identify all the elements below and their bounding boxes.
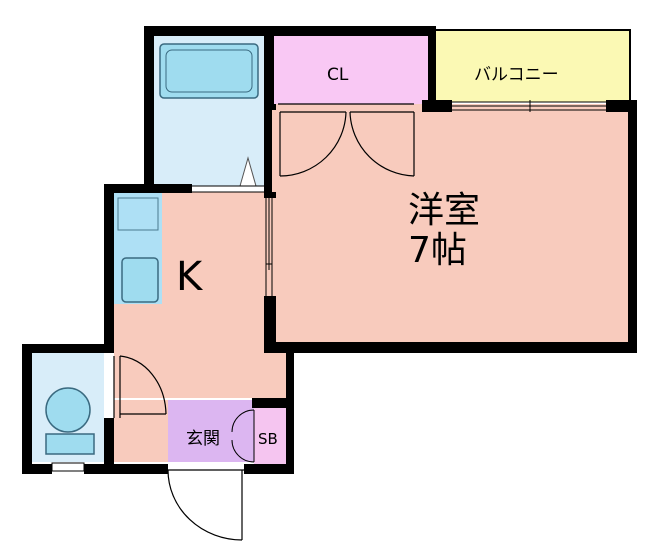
stove-panel	[117, 197, 159, 231]
balcony-area	[433, 30, 630, 102]
closet-label: CL	[327, 65, 349, 85]
shoebox-label: SB	[258, 430, 278, 448]
shoebox-area	[254, 408, 288, 464]
shoebox-door	[231, 409, 255, 463]
balcony-window	[452, 100, 606, 112]
sliding-door	[265, 198, 273, 296]
western-room-size: 7帖	[408, 230, 467, 271]
balcony-label: バルコニー	[474, 65, 559, 85]
western-room-label: 洋室	[408, 190, 480, 231]
closet-doors	[278, 103, 415, 177]
entrance-label: 玄関	[186, 429, 220, 449]
balcony-rail	[436, 29, 631, 102]
toilet-window	[51, 462, 85, 472]
sink-icon	[121, 257, 159, 303]
kitchen-label: K	[176, 254, 204, 300]
entrance-door	[167, 469, 244, 541]
toilet-bowl-icon	[45, 387, 91, 433]
toilet-door	[113, 355, 167, 418]
entrance-area	[168, 400, 254, 462]
closet-area	[272, 36, 428, 104]
hall-area	[114, 400, 168, 462]
toilet-tank-icon	[45, 433, 95, 455]
walls	[22, 26, 637, 474]
western-room-area	[272, 104, 628, 342]
bathtub-inner	[165, 49, 253, 93]
bathroom-door	[192, 185, 264, 193]
